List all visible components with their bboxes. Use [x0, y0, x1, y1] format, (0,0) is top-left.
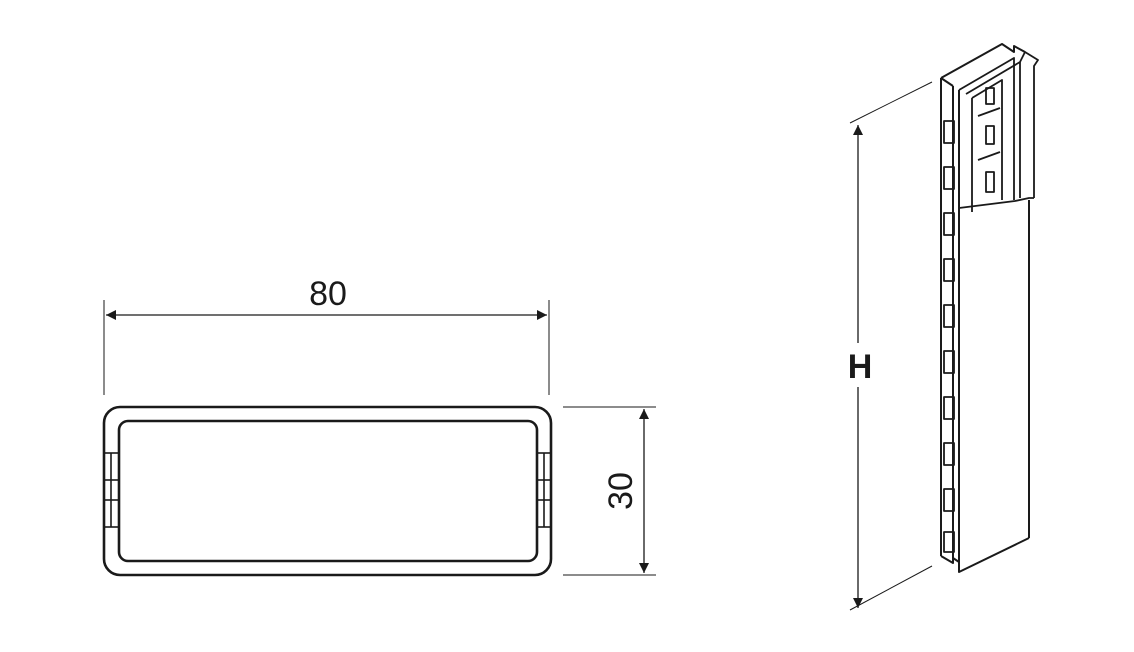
profile-right-rails: [537, 452, 551, 528]
width-dimension: [103, 300, 550, 395]
profile-left-rails: [104, 452, 119, 528]
profile-cross-section: [102, 405, 553, 577]
profile-inner-edge: [117, 419, 539, 563]
depth-dimension: [563, 406, 656, 576]
upright-slots: [943, 120, 955, 553]
height-extension-bottom: [849, 565, 933, 611]
height-label: H: [848, 348, 873, 386]
depth-label: 30: [602, 472, 640, 510]
width-label: 80: [309, 275, 347, 313]
profile-outer-edge: [102, 405, 553, 577]
height-label-background: [840, 343, 876, 387]
height-extension-top: [849, 81, 933, 124]
upright-body: [940, 43, 1030, 573]
upright-isometric: [940, 43, 1039, 573]
upright-top-clip: [958, 51, 1039, 212]
